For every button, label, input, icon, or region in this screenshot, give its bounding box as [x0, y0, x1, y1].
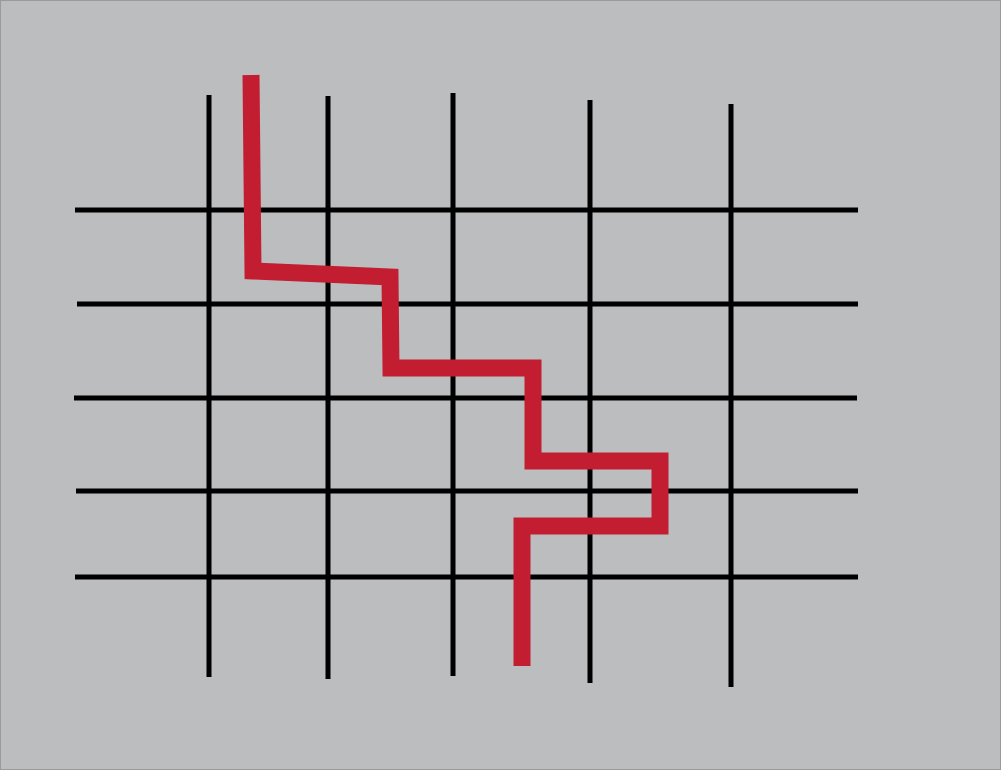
- staircase-path: [242, 74, 669, 666]
- grid: [74, 93, 858, 687]
